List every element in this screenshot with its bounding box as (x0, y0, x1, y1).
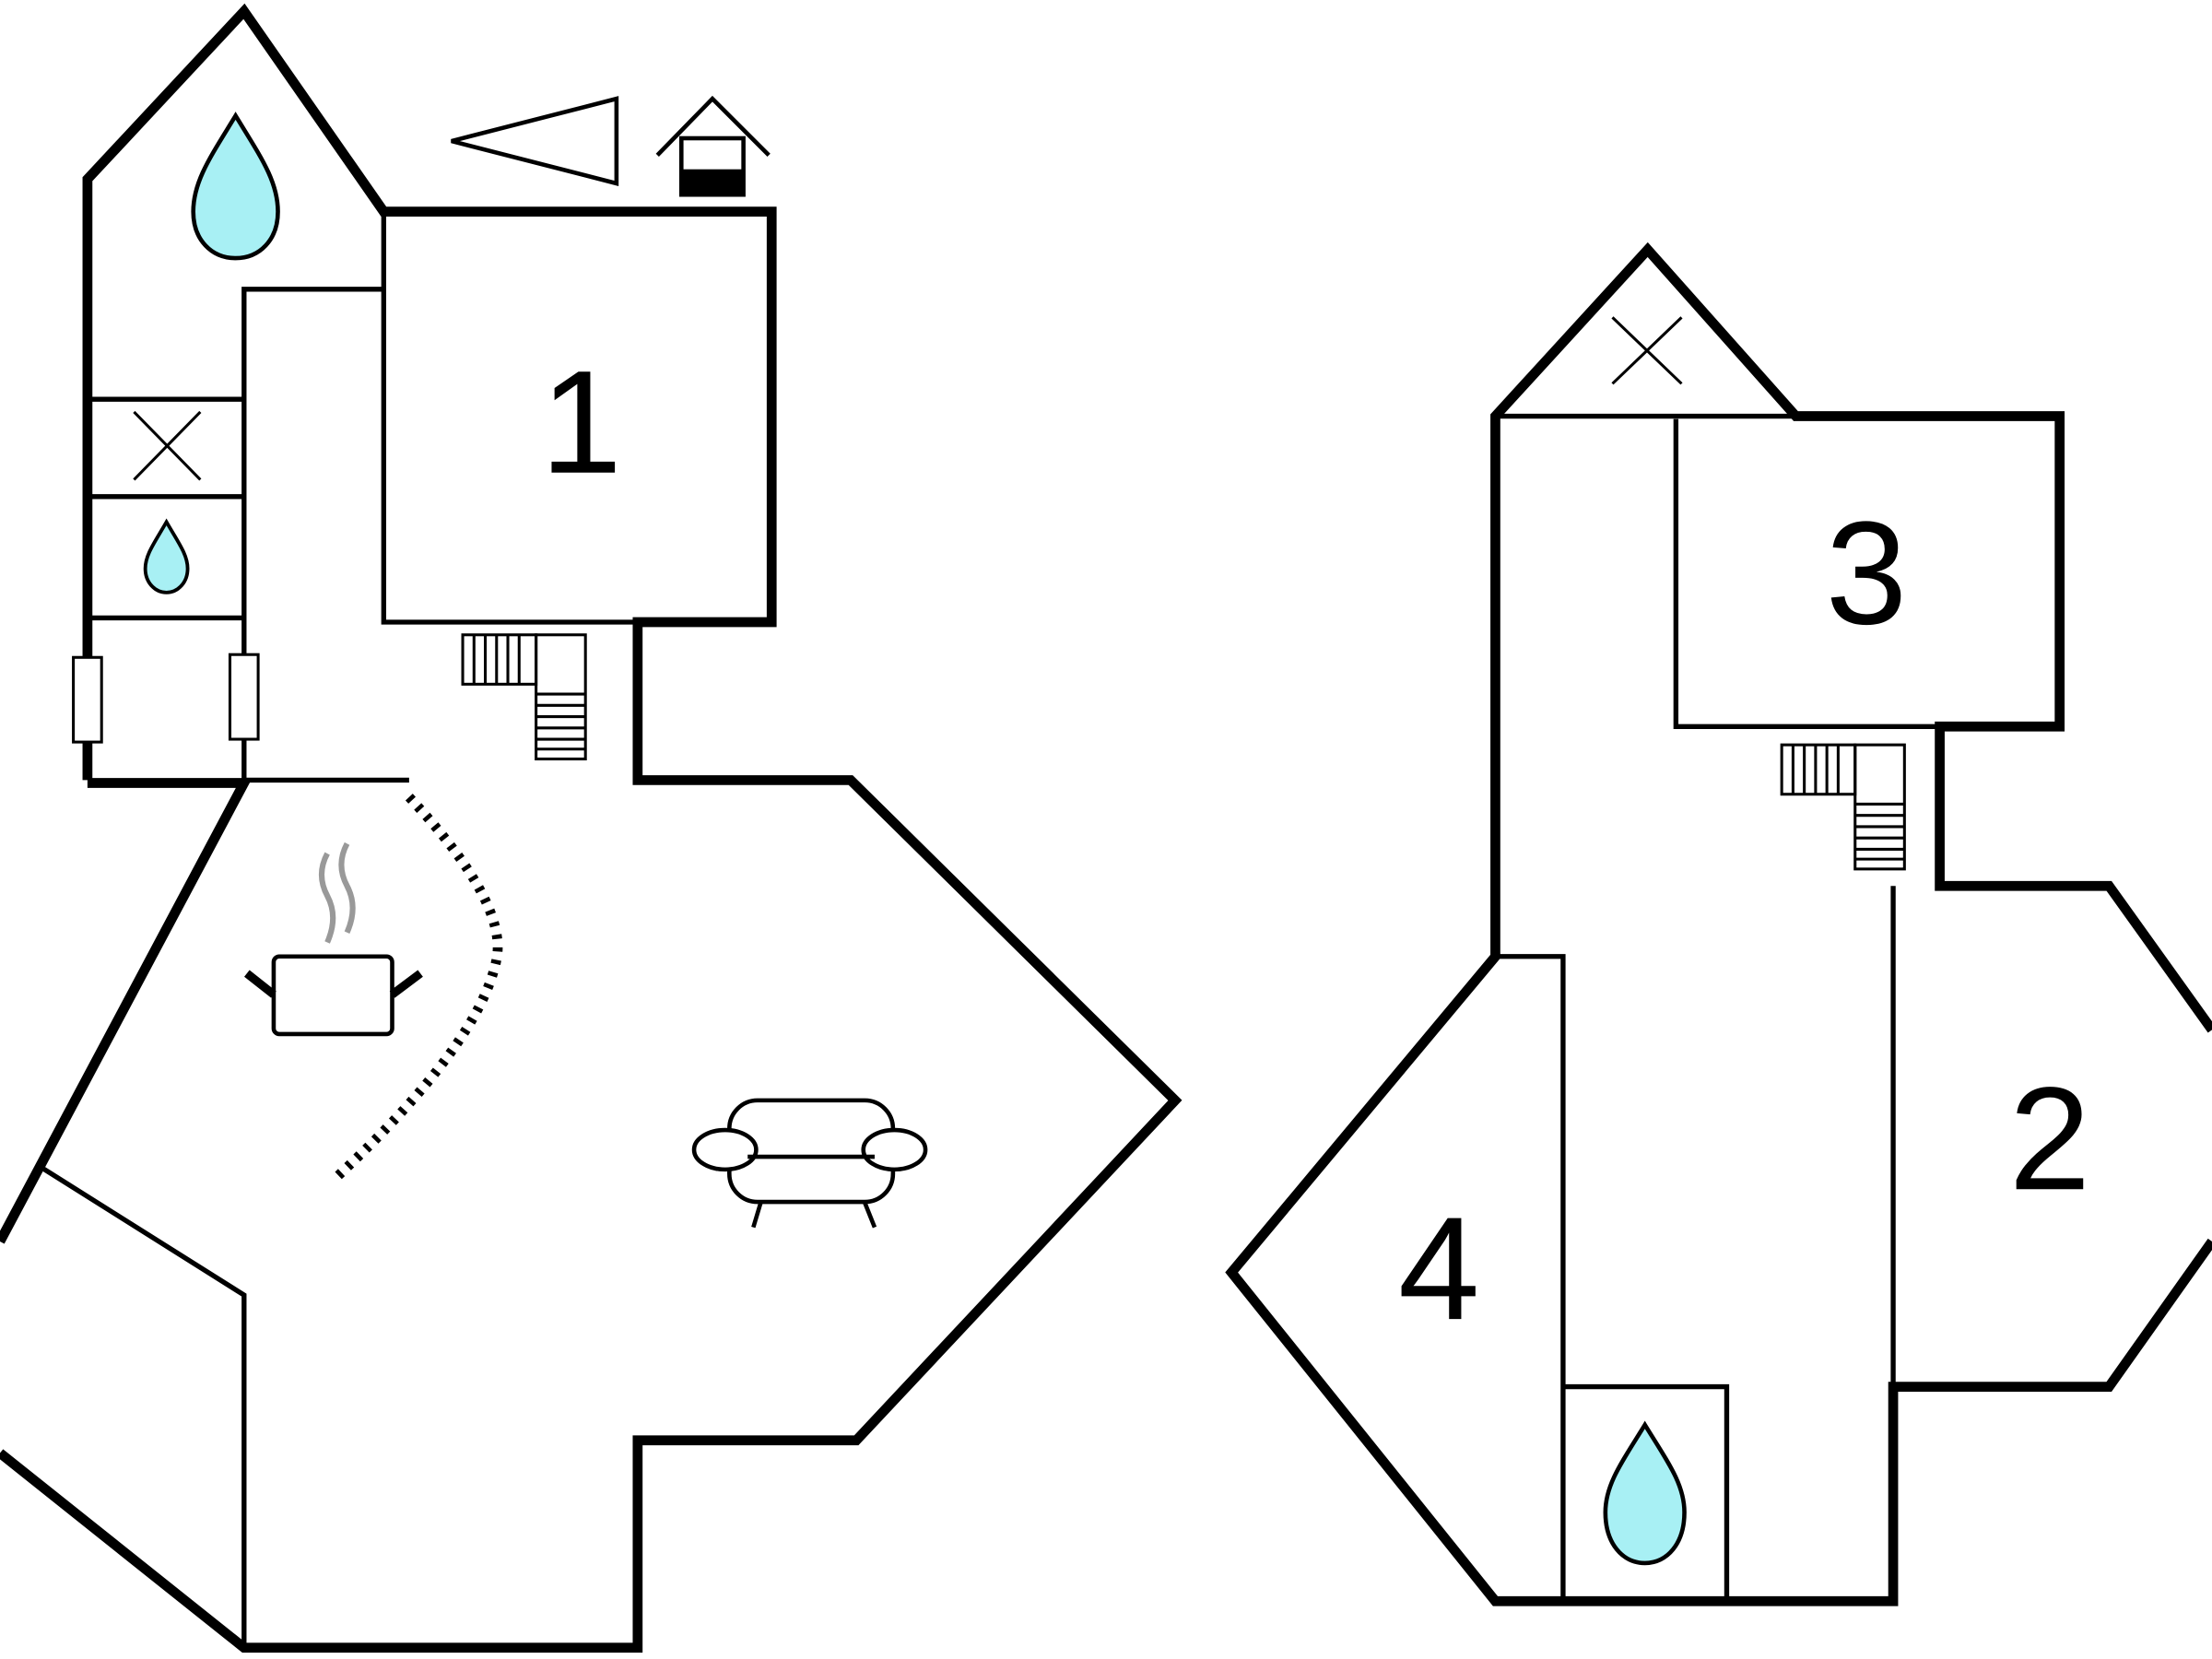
room-1-wall (381, 211, 638, 625)
room-label-1: 1 (540, 340, 622, 504)
room-label-2: 2 (2009, 1056, 2091, 1220)
kitchen-pot-icon (244, 841, 423, 1037)
stairs-icon (461, 633, 587, 760)
upper-floor: 2 3 4 (1225, 241, 2212, 1606)
door (72, 655, 103, 744)
room-label-4: 4 (1398, 1186, 1480, 1350)
room-3-wall (1673, 418, 1940, 729)
upper-floor-outer-wall (1225, 241, 2212, 1606)
ground-floor-left-wall (0, 778, 253, 1244)
water-drop-icon (1603, 1420, 1687, 1566)
water-drop-icon (143, 518, 190, 594)
room-label-3: 3 (1826, 491, 1908, 655)
x-mark-icon (133, 410, 202, 481)
ground-floor-outer-wall (0, 3, 1182, 1653)
x-mark-icon (1611, 316, 1683, 385)
house-icon (655, 95, 771, 197)
stairs-icon (1780, 743, 1906, 871)
sofa-icon (691, 1098, 928, 1229)
lower-room-wall (41, 1166, 247, 1648)
water-drop-icon (191, 112, 280, 261)
bathroom-wall (1562, 1383, 1730, 1602)
north-arrow-icon (451, 96, 619, 186)
ground-floor: 1 (0, 3, 1182, 1653)
hall-wall (241, 287, 409, 783)
room-4-wall (1495, 954, 1566, 1602)
door (228, 653, 260, 741)
